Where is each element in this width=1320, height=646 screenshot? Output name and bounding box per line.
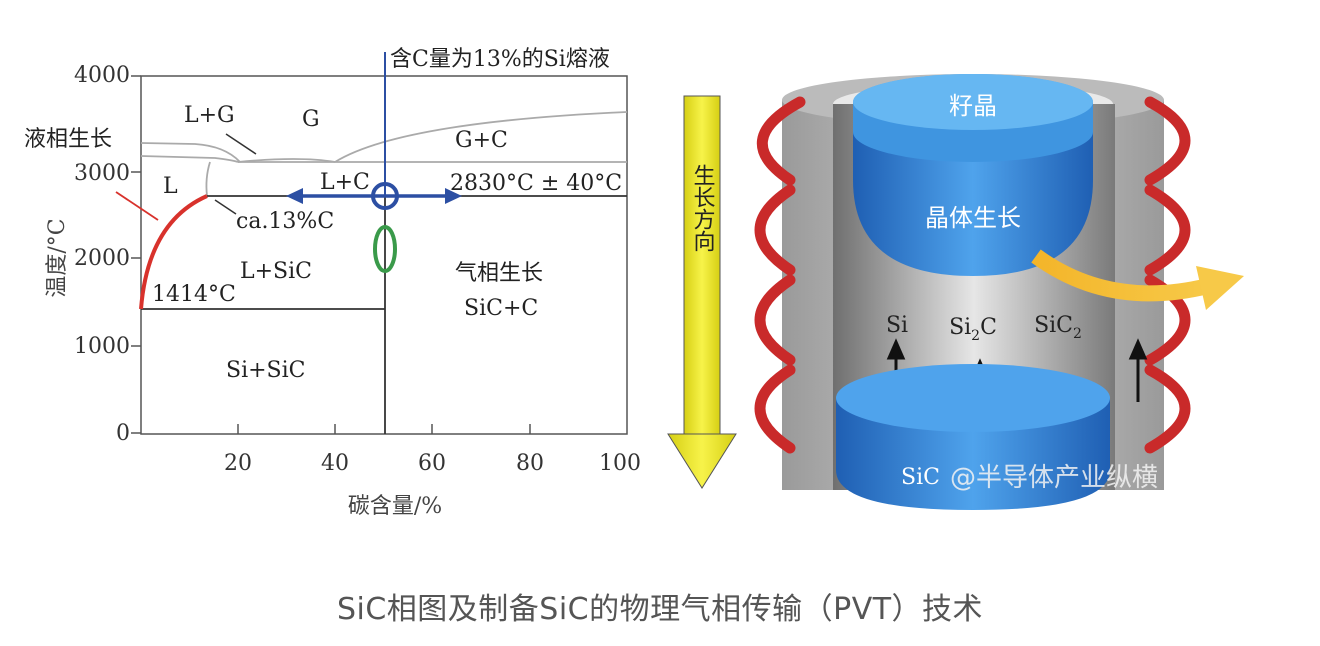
comp-13-label: ca.13%C <box>236 209 334 234</box>
x-tick-label: 80 <box>516 451 544 476</box>
figure: 4000 3000 2000 1000 0 20 40 60 80 100 碳含… <box>24 47 1244 519</box>
green-ellipse <box>373 225 397 273</box>
vapor-flow-arrowhead <box>1196 266 1244 310</box>
region-l: L <box>163 174 178 199</box>
region-lg: L+G <box>184 103 235 128</box>
region-sisic: Si+SiC <box>226 358 305 383</box>
species-si: Si <box>886 313 908 338</box>
species-sic2: SiC2 <box>1034 313 1082 342</box>
species-si2c: Si2C <box>949 315 997 344</box>
growth-direction-label: 生长方向 <box>690 164 715 252</box>
region-gc: G+C <box>455 128 508 153</box>
y-tick-label: 2000 <box>74 246 130 271</box>
y-tick-label: 0 <box>116 421 130 446</box>
lg-leader <box>225 133 257 155</box>
liquid-growth-label: 液相生长 <box>24 127 112 152</box>
phase-boundaries <box>140 111 628 197</box>
vapor-flow-arrow <box>1031 249 1210 302</box>
x-tick-label: 40 <box>321 451 349 476</box>
sic-source <box>836 364 1110 510</box>
phase-lines <box>141 195 627 434</box>
phase-diagram: 4000 3000 2000 1000 0 20 40 60 80 100 碳含… <box>24 47 640 519</box>
watermark: @半导体产业纵横 <box>950 463 1158 493</box>
y-tick-label: 4000 <box>74 63 130 88</box>
growth-direction-arrow <box>667 95 737 489</box>
source-label: SiC <box>901 465 940 490</box>
x-tick-label: 60 <box>418 451 446 476</box>
y-axis: 4000 3000 2000 1000 0 <box>74 63 141 446</box>
x-axis: 20 40 60 80 100 <box>224 424 640 476</box>
region-g: G <box>302 107 320 132</box>
liquid-growth-leader <box>115 191 159 221</box>
region-lc: L+C <box>320 170 370 195</box>
y-tick-label: 3000 <box>74 161 130 186</box>
region-sicc: SiC+C <box>464 296 538 321</box>
heating-coil <box>754 96 1191 454</box>
temp-2830-label: 2830°C ± 40°C <box>450 171 622 196</box>
temp-1414-label: 1414°C <box>152 282 236 307</box>
crystal-growth-label: 晶体生长 <box>925 204 1021 232</box>
pvt-furnace: 生长方向 籽晶 晶体生长 <box>667 74 1244 510</box>
region-lsic: L+SiC <box>240 259 312 284</box>
x-tick-label: 20 <box>224 451 252 476</box>
y-axis-title: 温度/°C <box>45 218 70 297</box>
composition-marker <box>286 52 462 210</box>
figure-caption: SiC相图及制备SiC的物理气相传输（PVT）技术 <box>336 592 984 627</box>
liquidus-curve <box>139 194 208 310</box>
x-tick-label: 100 <box>599 451 640 476</box>
seed-label: 籽晶 <box>949 92 997 120</box>
region-gas-growth: 气相生长 <box>455 261 543 286</box>
x-axis-title: 碳含量/% <box>348 494 442 519</box>
y-tick-label: 1000 <box>74 334 130 359</box>
top-note: 含C量为13%的Si熔液 <box>390 47 610 72</box>
seed-crystal <box>853 74 1093 276</box>
comp-13-leader <box>214 199 237 215</box>
